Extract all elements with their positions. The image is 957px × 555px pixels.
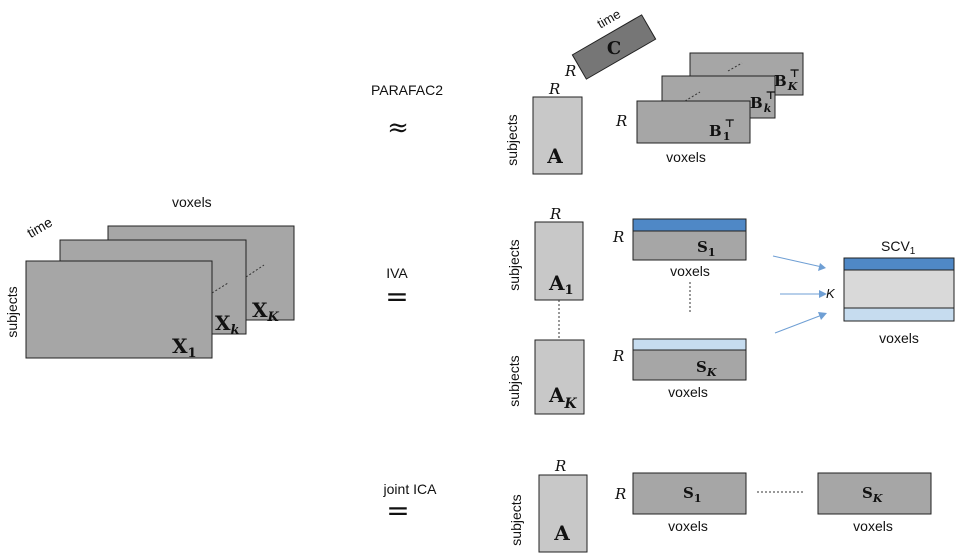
method-label-iva: IVA [386,265,408,281]
scv-k-label: K [826,286,836,301]
s1-blue-row [632,218,747,232]
jica-s1-voxels-label: voxels [668,518,708,534]
aK-box [534,339,585,415]
jica-sK-symbol: SK [862,484,883,505]
b1-symbol: B1⊤ [709,117,735,143]
aK-subjects-label: subjects [506,355,522,406]
c-factor-symbol: C [607,38,621,59]
a1-rank-label: R [549,205,561,223]
scv-arrowhead-middle [819,290,827,298]
sK-iva-voxels-label: voxels [668,384,708,400]
scv-vector [843,257,955,322]
s1-iva-voxels-label: voxels [670,263,710,279]
method-label-parafac2: PARAFAC2 [371,82,443,98]
a1-subjects-label: subjects [506,239,522,290]
scv-voxels-label: voxels [879,330,919,346]
jica-equals-symbol: = [386,494,409,527]
scv-top-row [843,257,955,271]
xK-symbol: XK [252,298,280,325]
scv-arrow-top [772,255,823,268]
tensor-slice-front [25,260,213,359]
a-rank-label: R [548,80,560,98]
sK-iva-rank-label: R [612,347,624,365]
jica-a-symbol: A [553,521,570,545]
a1-box [534,221,584,301]
jica-s1-symbol: S1 [683,484,702,505]
jica-subjects-label: subjects [508,494,524,545]
sK-iva-matrix [632,338,747,381]
scv-arrow-bottom [774,314,823,334]
bk-symbol: Bk⊤ [750,89,776,115]
b-factor-stack [636,52,804,144]
c-factor-box [571,14,657,80]
s1-iva-rank-label: R [612,228,624,246]
scv-arrowhead-bottom [818,312,827,320]
s1-iva-matrix [632,218,747,261]
b-voxels-label: voxels [666,149,706,165]
data-tensor-stack [25,225,295,359]
x1-symbol: X1 [172,334,197,361]
tensor-subjects-label: subjects [4,286,20,337]
a-factor-box [532,96,583,175]
jica-s-rank-label: R [614,485,626,503]
sK-lightblue-row [632,338,747,351]
xk-symbol: Xk [215,311,240,338]
tensor-time-label: time [24,214,55,241]
b1-box [636,100,751,144]
a1-symbol: A1 [548,271,574,298]
scv-label: SCV1 [881,238,916,257]
approx-symbol: ≈ [387,113,409,143]
c-rank-label: R [564,62,576,80]
sK-iva-symbol: SK [696,358,717,379]
jica-s1-box [632,472,747,515]
scv-bottom-row [843,307,955,322]
jica-sK-voxels-label: voxels [853,518,893,534]
scv-arrows [772,255,827,334]
bK-symbol: BK⊤ [774,67,800,93]
b-rank-label: R [615,112,627,130]
aK-symbol: AK [548,383,578,412]
b-gap-dots-2 [727,62,743,72]
scv-arrowhead-top [818,263,826,271]
a-subjects-label: subjects [504,114,520,165]
tensor-voxels-label: voxels [172,194,212,210]
jica-a-box [538,474,588,553]
jica-sK-box [817,472,932,515]
method-label-joint-ica: joint ICA [383,481,438,497]
s1-iva-symbol: S1 [697,238,716,259]
slice-gap-dots-1 [211,282,229,294]
jica-a-rank-label: R [554,457,566,475]
iva-equals-symbol: = [385,280,408,313]
b-gap-dots-1 [684,91,701,102]
c-time-factor: C [571,14,657,80]
a-factor-symbol: A [546,144,563,168]
